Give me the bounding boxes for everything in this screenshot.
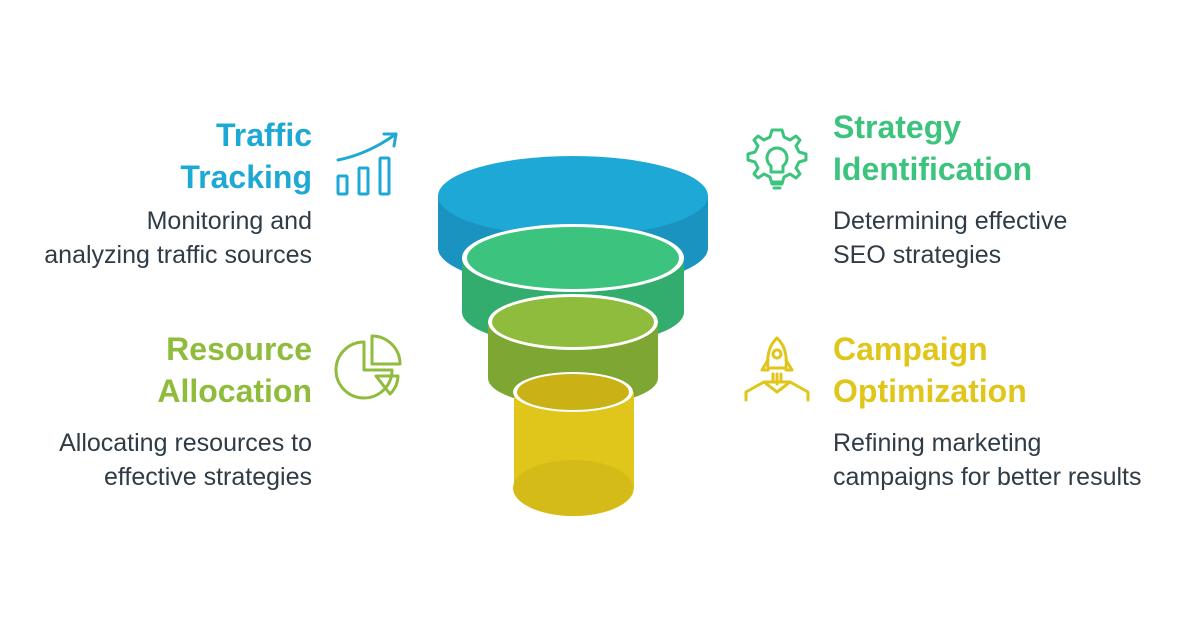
desc-line: Allocating resources to	[59, 429, 312, 457]
title-line: Campaign	[833, 331, 988, 367]
resource-allocation-desc: Allocating resources to effective strate…	[0, 426, 312, 494]
strategy-identification-title: Strategy Identification	[833, 106, 1193, 190]
title-line: Resource	[166, 331, 312, 367]
rocket-launch-icon	[744, 336, 810, 402]
strategy-identification-block: Strategy Identification Determining effe…	[833, 106, 1193, 272]
desc-line: Refining marketing	[833, 429, 1042, 457]
funnel-layer-yellow	[513, 372, 634, 516]
title-line: Identification	[833, 151, 1033, 187]
chart-growth-icon	[336, 132, 398, 196]
desc-line: analyzing traffic sources	[44, 241, 312, 269]
campaign-optimization-desc: Refining marketing campaigns for better …	[833, 426, 1193, 494]
resource-allocation-title: Resource Allocation	[0, 328, 312, 412]
desc-line: campaigns for better results	[833, 463, 1142, 491]
desc-line: Determining effective	[833, 207, 1068, 235]
title-line: Traffic	[215, 117, 312, 153]
title-line: Tracking	[180, 159, 312, 195]
desc-line: Monitoring and	[146, 207, 312, 235]
desc-line: effective strategies	[104, 463, 312, 491]
resource-allocation-block: Resource Allocation Allocating resources…	[0, 328, 312, 494]
pie-chart-icon	[334, 334, 402, 400]
title-line: Optimization	[833, 373, 1027, 409]
traffic-tracking-desc: Monitoring and analyzing traffic sources	[0, 204, 312, 272]
gear-bulb-icon	[746, 128, 808, 190]
desc-line: SEO strategies	[833, 241, 1002, 269]
strategy-identification-desc: Determining effective SEO strategies	[833, 204, 1193, 272]
title-line: Allocation	[157, 373, 312, 409]
traffic-tracking-block: Traffic Tracking Monitoring and analyzin…	[0, 114, 312, 272]
traffic-tracking-title: Traffic Tracking	[0, 114, 312, 198]
title-line: Strategy	[833, 109, 962, 145]
campaign-optimization-block: Campaign Optimization Refining marketing…	[833, 328, 1193, 494]
campaign-optimization-title: Campaign Optimization	[833, 328, 1193, 412]
